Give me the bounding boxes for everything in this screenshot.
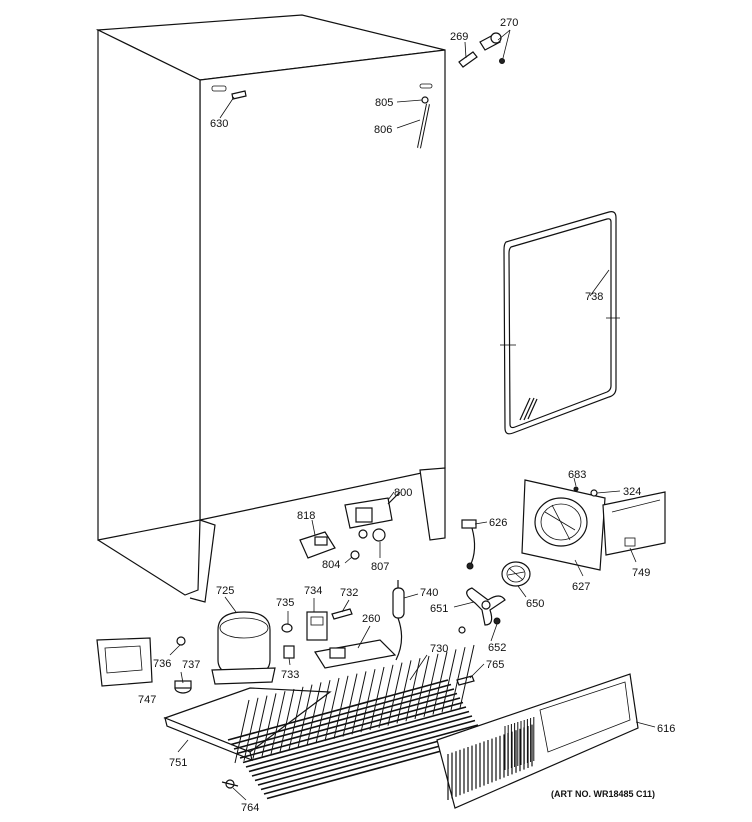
water-valve (344, 491, 401, 542)
callout-738: 738 (585, 291, 603, 303)
relay-734 (306, 611, 328, 641)
fan-shroud (521, 479, 606, 571)
callout-804: 804 (322, 559, 340, 571)
plug-630 (231, 90, 247, 100)
clip-764 (221, 779, 239, 789)
callout-747: 747 (138, 694, 156, 706)
callout-683: 683 (568, 469, 586, 481)
callout-735: 735 (276, 597, 294, 609)
callout-818: 818 (297, 510, 315, 522)
callout-630: 630 (210, 118, 228, 130)
callout-740: 740 (420, 587, 438, 599)
callout-616: 616 (657, 723, 675, 735)
grommet-735 (281, 623, 295, 659)
art-number: (ART NO. WR18485 C11) (551, 789, 655, 799)
bolt-736 (176, 636, 186, 646)
callout-749: 749 (632, 567, 650, 579)
callout-725: 725 (216, 585, 234, 597)
callout-652: 652 (488, 642, 506, 654)
callout-800: 800 (394, 487, 412, 499)
thermostat-626 (461, 519, 477, 570)
cover-747 (96, 637, 153, 687)
callout-806: 806 (374, 124, 392, 136)
callout-751: 751 (169, 757, 187, 769)
callout-626: 626 (489, 517, 507, 529)
callout-260: 260 (362, 613, 380, 625)
capacitor-740 (392, 580, 405, 661)
fan-blade (458, 587, 506, 634)
callout-732: 732 (340, 587, 358, 599)
terminal-block-260 (314, 639, 397, 669)
base-pan (163, 687, 332, 761)
callout-324: 324 (623, 486, 641, 498)
nut-804 (350, 550, 360, 560)
callout-651: 651 (430, 603, 448, 615)
hinge-270 (479, 32, 505, 64)
callout-765: 765 (486, 659, 504, 671)
refrigerator-cabinet (95, 14, 446, 603)
cover-plate-749 (602, 491, 666, 556)
fan-motor (501, 561, 531, 587)
tube-806 (417, 103, 430, 149)
callout-764: 764 (241, 802, 259, 814)
callout-leaders (169, 29, 656, 801)
access-cover (436, 673, 639, 809)
callout-805: 805 (375, 97, 393, 109)
callout-737: 737 (182, 659, 200, 671)
door-gasket (500, 211, 620, 435)
bracket-818 (299, 531, 336, 559)
condenser-coil (227, 644, 488, 800)
callout-734: 734 (304, 585, 322, 597)
callout-730: 730 (430, 643, 448, 655)
callout-736: 736 (153, 658, 171, 670)
clip-732 (331, 608, 353, 620)
callout-627: 627 (572, 581, 590, 593)
callout-650: 650 (526, 598, 544, 610)
callout-733: 733 (281, 669, 299, 681)
callout-269: 269 (450, 31, 468, 43)
hinge-pin-269 (458, 51, 478, 68)
callout-807: 807 (371, 561, 389, 573)
callout-270: 270 (500, 17, 518, 29)
compressor (211, 611, 276, 685)
screw-805 (421, 96, 429, 104)
callout-labels: 269 270 805 806 630 738 683 324 800 818 … (138, 17, 675, 814)
